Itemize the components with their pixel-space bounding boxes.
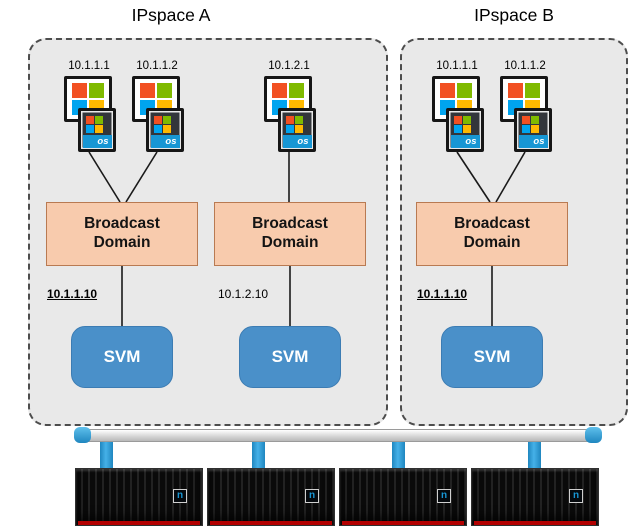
host-a1: 10.1.1.1 os (60, 60, 118, 158)
svm-ip-label-a2: 10.1.2.10 (218, 287, 269, 301)
os-label: os (450, 134, 480, 148)
svm-box-b: SVM (441, 326, 543, 388)
os-badge-icon: os (514, 108, 552, 152)
os-label: os (518, 134, 548, 148)
os-label: os (282, 134, 312, 148)
interconnect-link (392, 434, 405, 470)
host-ip-label: 10.1.1.2 (136, 60, 178, 72)
host-ip-label: 10.1.1.1 (436, 60, 478, 72)
broadcast-domain-label: Broadcast Domain (454, 215, 530, 251)
shelf-led-strip (342, 521, 464, 525)
shelf-led-strip (78, 521, 200, 525)
ipspace-b-title: IPspace B (474, 5, 554, 25)
netapp-logo: n (437, 489, 451, 503)
os-badge-icon: os (446, 108, 484, 152)
netapp-logo: n (173, 489, 187, 503)
host-b1: 10.1.1.1 os (428, 60, 486, 158)
windows-host-icon: os (128, 76, 186, 158)
os-badge-icon: os (78, 108, 116, 152)
broadcast-domain-label: Broadcast Domain (252, 215, 328, 251)
interconnect-link (528, 434, 541, 470)
svm-label: SVM (103, 347, 141, 366)
netapp-logo-letter: n (308, 490, 316, 501)
storage-shelf: n (339, 468, 467, 526)
svm-box-a2: SVM (239, 326, 341, 388)
svm-box-a1: SVM (71, 326, 173, 388)
svm-label: SVM (271, 347, 309, 366)
storage-shelf: n (207, 468, 335, 526)
shelf-led-strip (210, 521, 332, 525)
ipspace-a-title: IPspace A (131, 5, 211, 25)
windows-host-icon: os (260, 76, 318, 158)
os-label: os (150, 134, 180, 148)
host-ip-label: 10.1.1.2 (504, 60, 546, 72)
netapp-logo-letter: n (440, 490, 448, 501)
netapp-logo: n (569, 489, 583, 503)
netapp-logo-letter: n (176, 490, 184, 501)
storage-shelf: n (75, 468, 203, 526)
broadcast-domain-b: Broadcast Domain (416, 202, 568, 266)
svm-ip-label-b: 10.1.1.10 (417, 287, 468, 301)
interconnect-link (252, 434, 265, 470)
windows-logo-icon (264, 76, 312, 122)
host-ip-label: 10.1.1.1 (68, 60, 110, 72)
broadcast-domain-a1: Broadcast Domain (46, 202, 198, 266)
storage-shelf: n (471, 468, 599, 526)
netapp-logo: n (305, 489, 319, 503)
host-b2: 10.1.1.2 os (496, 60, 554, 158)
host-a2: 10.1.1.2 os (128, 60, 186, 158)
broadcast-domain-label: Broadcast Domain (84, 215, 160, 251)
os-label: os (82, 134, 112, 148)
os-badge-icon: os (146, 108, 184, 152)
svm-ip-label-a1: 10.1.1.10 (47, 287, 98, 301)
interconnect-cap-right (585, 427, 602, 443)
host-ip-label: 10.1.2.1 (268, 60, 310, 72)
interconnect-cap-left (74, 427, 91, 443)
host-a3: 10.1.2.1 os (260, 60, 318, 158)
windows-host-icon: os (496, 76, 554, 158)
svm-label: SVM (473, 347, 511, 366)
cluster-interconnect-pipe (78, 429, 598, 442)
windows-host-icon: os (428, 76, 486, 158)
os-badge-icon: os (278, 108, 316, 152)
shelf-led-strip (474, 521, 596, 525)
netapp-logo-letter: n (572, 490, 580, 501)
windows-host-icon: os (60, 76, 118, 158)
interconnect-link (100, 434, 113, 470)
broadcast-domain-a2: Broadcast Domain (214, 202, 366, 266)
